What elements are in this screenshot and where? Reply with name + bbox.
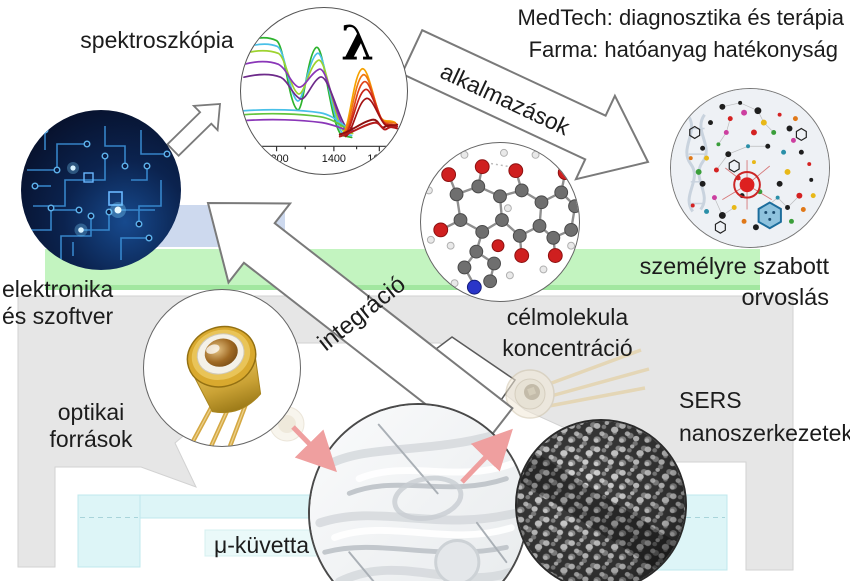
- faded-photodiode: [505, 348, 650, 419]
- magenta-speckles: [711, 109, 796, 224]
- blue-hexagon: [757, 201, 782, 230]
- nitrogen-atom: [466, 279, 482, 295]
- label-micro-cuvette: μ-küvetta: [214, 532, 310, 558]
- teal-speckles: [704, 144, 787, 214]
- spectra-axis: [248, 145, 400, 152]
- tick-1200: 1200: [264, 153, 288, 165]
- tick-1400: 1400: [322, 153, 346, 165]
- label-medtech: MedTech: diagnosztika és terápia: [517, 5, 844, 30]
- spectra-curves: [243, 36, 399, 139]
- oxygen-atoms: [433, 159, 573, 263]
- personalized-medicine-image: [670, 88, 830, 248]
- led-photo-image: [143, 289, 301, 447]
- integration-arrow: [206, 201, 514, 450]
- circuit-vias: [31, 126, 171, 242]
- label-spectroscopy: spektroszkópia: [80, 27, 234, 53]
- tick-1600: 1600: [367, 153, 391, 165]
- red-target-ring: [733, 170, 761, 199]
- label-sers: SERS nanoszerkezetek: [679, 387, 850, 446]
- applications-arrow: [400, 28, 650, 181]
- red-target-dot: [739, 177, 755, 193]
- to-can-package: [182, 325, 262, 446]
- hex-molecules: [689, 125, 807, 234]
- lambda-symbol: λ: [341, 15, 374, 71]
- label-personalized-medicine: személyre szabott orvoslás: [639, 253, 829, 310]
- sers-sem-image: [515, 419, 687, 581]
- label-electronics-software: elektronika és szoftver: [2, 276, 114, 329]
- carbon-atoms: [449, 179, 579, 289]
- yellow-speckles: [704, 119, 816, 210]
- orange-speckles: [688, 116, 806, 224]
- hydrogen-atoms: [424, 148, 576, 288]
- circuit-board-image: [21, 110, 181, 270]
- cuvette-photo-image: [308, 403, 528, 581]
- label-pharma: Farma: hatóanyag hatékonyság: [528, 37, 838, 62]
- spectra-plot-image: 1200 1400 1600 λ: [240, 7, 408, 175]
- label-optical-sources: optikai források: [49, 399, 133, 452]
- glow-dots: [67, 162, 126, 237]
- dna-helix: [685, 113, 708, 213]
- label-target-molecule: célmolekula koncentráció: [502, 304, 633, 361]
- green-speckles: [695, 129, 794, 224]
- molecule-image: [420, 142, 580, 302]
- circuit-traces: [23, 126, 167, 260]
